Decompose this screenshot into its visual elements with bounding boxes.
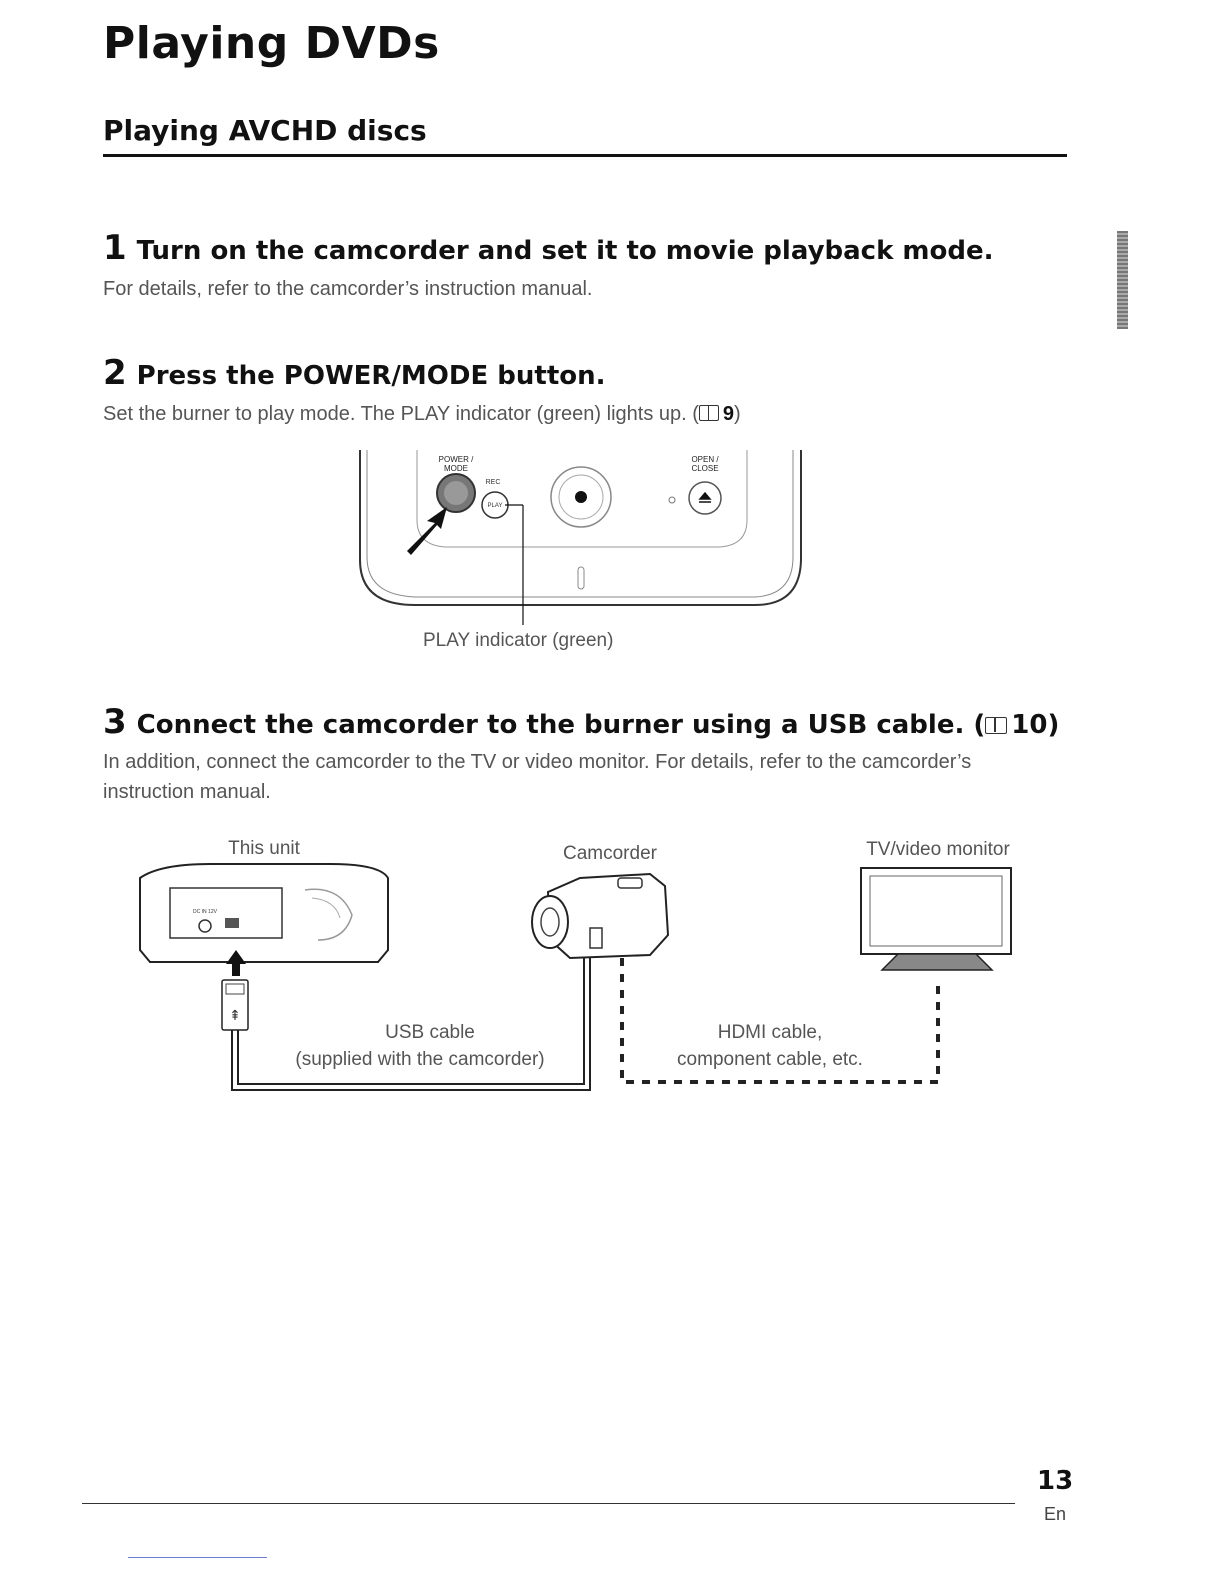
step-2-number: 2: [103, 353, 127, 393]
press-arrow-icon: [407, 507, 447, 555]
step-2-body: Set the burner to play mode. The PLAY in…: [103, 399, 741, 429]
tv-stand: [880, 953, 994, 971]
dc-label: DC IN 12V: [193, 909, 218, 915]
step-2-body-text: Set the burner to play mode. The PLAY in…: [103, 403, 699, 425]
page-title: Playing DVDs: [103, 18, 440, 69]
power-mode-label-2: MODE: [444, 464, 468, 473]
dc-jack: [198, 919, 212, 933]
step-2-page-ref[interactable]: 9: [722, 403, 735, 425]
section-tab-marker: [1117, 231, 1128, 329]
page-number: 13: [1037, 1466, 1074, 1496]
camcorder-label: Camcorder: [563, 843, 658, 864]
usb-cable-label: USB cable: [385, 1022, 475, 1043]
play-label: PLAY: [488, 503, 503, 509]
step-2-title: Press the POWER/MODE button.: [136, 361, 606, 391]
connection-diagram: This unit DC IN 12V ⇞ USB cable (supplie…: [139, 838, 1012, 1091]
open-close-label-2: CLOSE: [691, 464, 718, 473]
page-language: En: [1044, 1504, 1067, 1524]
step-1-title: Turn on the camcorder and set it to movi…: [136, 236, 994, 266]
eject-icon: [698, 491, 712, 503]
section-subtitle: Playing AVCHD discs: [103, 114, 427, 147]
this-unit-label: This unit: [228, 838, 301, 859]
tv-monitor-label: TV/video monitor: [866, 839, 1010, 860]
step-1-body: For details, refer to the camcorder’s in…: [103, 278, 593, 300]
footer-rule: [82, 1503, 1015, 1504]
power-mode-label: POWER /: [439, 455, 474, 464]
insert-arrow-icon: [226, 950, 246, 976]
step-3-body: In addition, connect the camcorder to th…: [103, 751, 972, 803]
header-rule: [103, 154, 1067, 157]
rec-label: REC: [486, 479, 501, 486]
burner-front-panel-figure: POWER / MODE REC PLAY OPEN / CLOSE: [359, 450, 802, 625]
step-2-heading: 2 Press the POWER/MODE button.: [103, 353, 606, 393]
step-3-heading-end: ): [1047, 710, 1060, 740]
step-1-heading: 1 Turn on the camcorder and set it to mov…: [103, 228, 994, 268]
open-close-label: OPEN /: [691, 455, 719, 464]
scan-margin-line: [128, 1557, 267, 1558]
usb-port: [225, 918, 239, 928]
play-indicator-caption: PLAY indicator (green): [423, 630, 614, 651]
usb-cable-label-2: (supplied with the camcorder): [295, 1049, 544, 1070]
usb-icon: ⇞: [229, 1007, 241, 1023]
step-3-number: 3: [103, 702, 127, 742]
book-reference-icon: [985, 717, 1008, 734]
hdmi-cable-label: HDMI cable,: [718, 1022, 823, 1043]
book-reference-icon: [698, 405, 719, 421]
step-1-number: 1: [103, 228, 127, 268]
step-2-body-end: ): [734, 403, 741, 425]
step-3-heading: 3 Connect the camcorder to the burner usi…: [103, 702, 1059, 742]
usb-cable: [231, 950, 591, 1091]
burner-body-outline: [359, 450, 802, 606]
step-3-page-ref[interactable]: 10: [1011, 710, 1048, 740]
hdmi-cable-label-2: component cable, etc.: [677, 1049, 863, 1070]
step-3-title: Connect the camcorder to the burner usin…: [136, 710, 986, 740]
